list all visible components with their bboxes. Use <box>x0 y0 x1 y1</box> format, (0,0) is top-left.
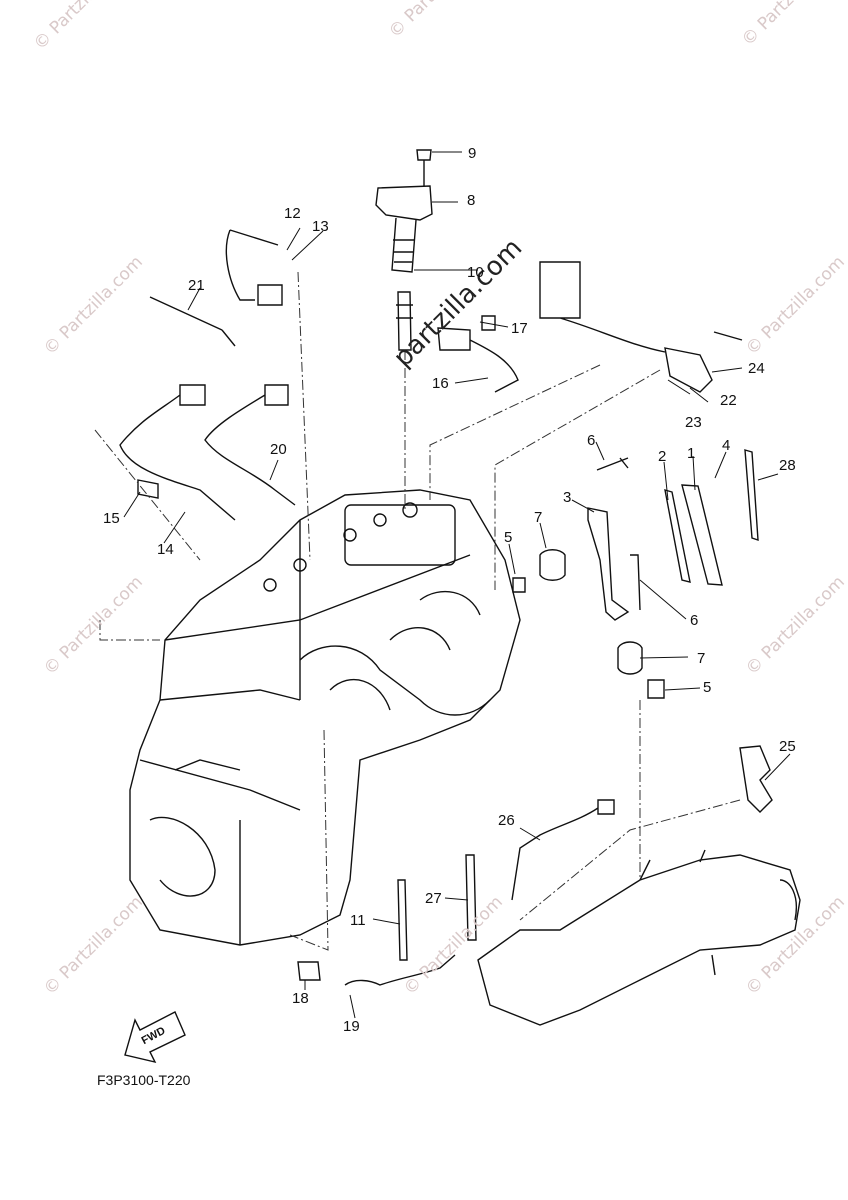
callout-6: 6 <box>587 432 596 449</box>
harness-22 <box>539 261 666 353</box>
callout-20: 20 <box>270 441 287 458</box>
sensor-12 <box>225 229 279 301</box>
callout-25: 25 <box>779 738 796 755</box>
sensor-22 <box>664 347 713 393</box>
engine-block <box>129 489 521 946</box>
callout-15: 15 <box>103 510 120 527</box>
bolt-15 <box>137 479 159 499</box>
sensor-14-wire <box>119 384 236 521</box>
grommet-7-lower <box>617 641 643 675</box>
callout-13: 13 <box>312 218 329 235</box>
callout-19: 19 <box>343 1018 360 1035</box>
exhaust-pipe <box>477 849 801 1026</box>
bolt-6-lower <box>630 554 641 611</box>
bolt-6-top <box>596 457 629 471</box>
callout-5: 5 <box>703 679 712 696</box>
callout-21: 21 <box>188 277 205 294</box>
callout-2: 2 <box>658 448 667 465</box>
sensor-18 <box>297 961 321 981</box>
collar-5 <box>512 577 526 593</box>
cable-tie-11 <box>397 879 408 961</box>
callout-16: 16 <box>432 375 449 392</box>
callout-17: 17 <box>511 320 528 337</box>
callout-10: 10 <box>467 264 484 281</box>
grommet-7 <box>539 549 566 581</box>
sensor-bracket <box>587 449 759 621</box>
callout-5: 5 <box>504 529 513 546</box>
ignition-coil <box>375 149 433 351</box>
cable-tie-21 <box>149 296 236 347</box>
sensor-19 <box>344 954 456 986</box>
callout-4: 4 <box>722 437 731 454</box>
callout-6: 6 <box>690 612 699 629</box>
callout-14: 14 <box>157 541 174 558</box>
bolt-17 <box>481 315 496 331</box>
connector-12 <box>257 284 283 306</box>
callout-23: 23 <box>685 414 702 431</box>
callout-27: 27 <box>425 890 442 907</box>
callout-28: 28 <box>779 457 796 474</box>
sensor-20-wire <box>204 384 296 506</box>
sensor-26 <box>511 799 615 901</box>
callout-22: 22 <box>720 392 737 409</box>
callout-18: 18 <box>292 990 309 1007</box>
callout-9: 9 <box>468 145 477 162</box>
callout-8: 8 <box>467 192 476 209</box>
cable-tie-27 <box>465 854 477 941</box>
callout-11: 11 <box>350 912 366 929</box>
callout-7: 7 <box>534 509 543 526</box>
diagram-code: F3P3100-T220 <box>97 1072 191 1088</box>
sensor-16 <box>437 327 519 393</box>
clamp-25 <box>739 745 773 813</box>
fwd-arrow-icon <box>124 1011 186 1064</box>
callout-24: 24 <box>748 360 765 377</box>
bolt-24 <box>713 331 743 341</box>
callout-12: 12 <box>284 205 301 222</box>
callout-7: 7 <box>697 650 706 667</box>
callout-26: 26 <box>498 812 515 829</box>
callout-3: 3 <box>563 489 572 506</box>
callout-1: 1 <box>687 445 696 462</box>
collar-5-lower <box>647 679 665 699</box>
